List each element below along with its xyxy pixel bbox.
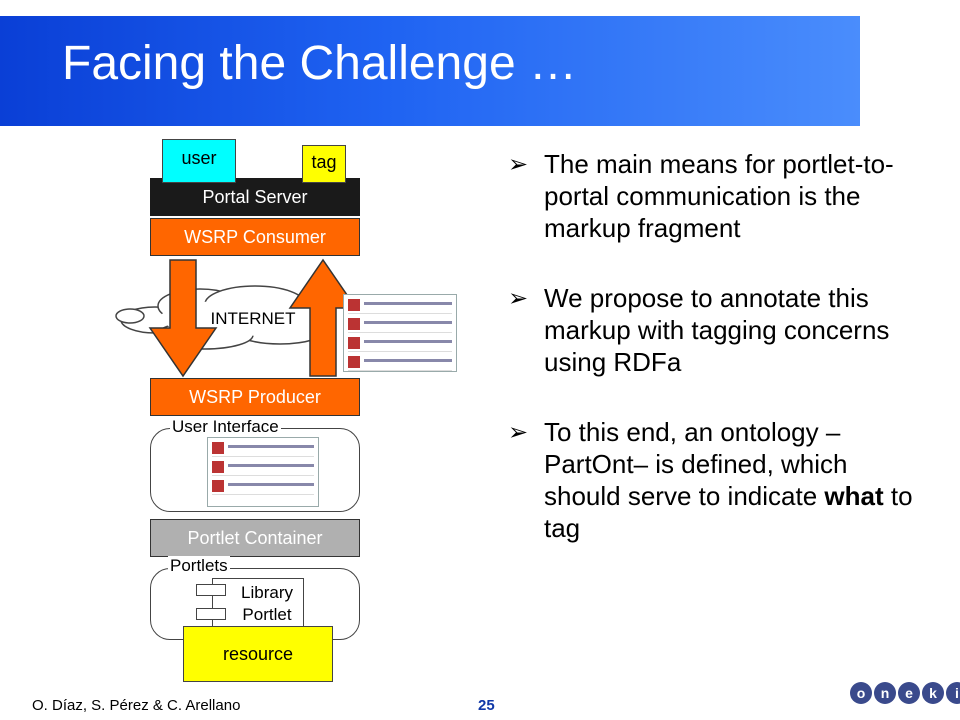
bullet-text-end: to tag xyxy=(544,481,913,543)
portlet-container-label: Portlet Container xyxy=(187,527,323,548)
onekin-logo: o n e k i n xyxy=(850,682,960,704)
resource-box: resource xyxy=(183,626,333,682)
logo-letter: e xyxy=(898,682,920,704)
internet-label: INTERNET xyxy=(210,309,296,328)
title-bar xyxy=(0,16,860,126)
logo-letter: k xyxy=(922,682,944,704)
portal-server-box: Portal Server xyxy=(150,178,360,216)
bullet-item: ➢ To this end, an ontology –PartOnt– is … xyxy=(508,416,928,544)
wsrp-producer-box: WSRP Producer xyxy=(150,378,360,416)
portlet-container-box: Portlet Container xyxy=(150,519,360,557)
bullet-item: ➢ The main means for portlet-to-portal c… xyxy=(508,148,928,244)
markup-fragment-thumbnail xyxy=(343,294,457,372)
tag-label: tag xyxy=(311,152,337,172)
resource-label: resource xyxy=(222,643,294,664)
logo-letter: i xyxy=(946,682,960,704)
bullet-arrow-icon: ➢ xyxy=(508,285,529,312)
library-portlet-tab-bottom xyxy=(196,608,226,620)
wsrp-consumer-label: WSRP Consumer xyxy=(184,226,326,247)
library-portlet-tab-top xyxy=(196,584,226,596)
bullet-text: The main means for portlet-to-portal com… xyxy=(544,149,894,243)
footer-authors: O. Díaz, S. Pérez & C. Arellano xyxy=(32,697,241,714)
tag-box: tag xyxy=(302,145,346,183)
user-label: user xyxy=(181,148,217,168)
portlets-label: Portlets xyxy=(168,556,230,576)
page-number: 25 xyxy=(478,697,495,714)
bullet-list: ➢ The main means for portlet-to-portal c… xyxy=(508,148,928,582)
logo-letter: n xyxy=(874,682,896,704)
bullet-item: ➢ We propose to annotate this markup wit… xyxy=(508,282,928,378)
library-portlet-box xyxy=(212,578,304,632)
user-interface-thumbnail xyxy=(207,437,319,507)
user-box: user xyxy=(162,139,236,183)
bullet-text: To this end, an ontology –PartOnt– is de… xyxy=(544,417,848,511)
bullet-text: We propose to annotate this markup with … xyxy=(544,283,890,377)
user-interface-label: User Interface xyxy=(170,417,281,437)
bullet-arrow-icon: ➢ xyxy=(508,419,529,446)
bullet-bold-text: what xyxy=(824,481,884,511)
wsrp-producer-label: WSRP Producer xyxy=(189,386,321,407)
logo-letter: o xyxy=(850,682,872,704)
slide-title: Facing the Challenge … xyxy=(62,37,577,90)
library-portlet-label: Library Portlet xyxy=(241,583,293,624)
portal-server-label: Portal Server xyxy=(202,186,308,207)
bullet-arrow-icon: ➢ xyxy=(508,151,529,178)
wsrp-consumer-box: WSRP Consumer xyxy=(150,218,360,256)
